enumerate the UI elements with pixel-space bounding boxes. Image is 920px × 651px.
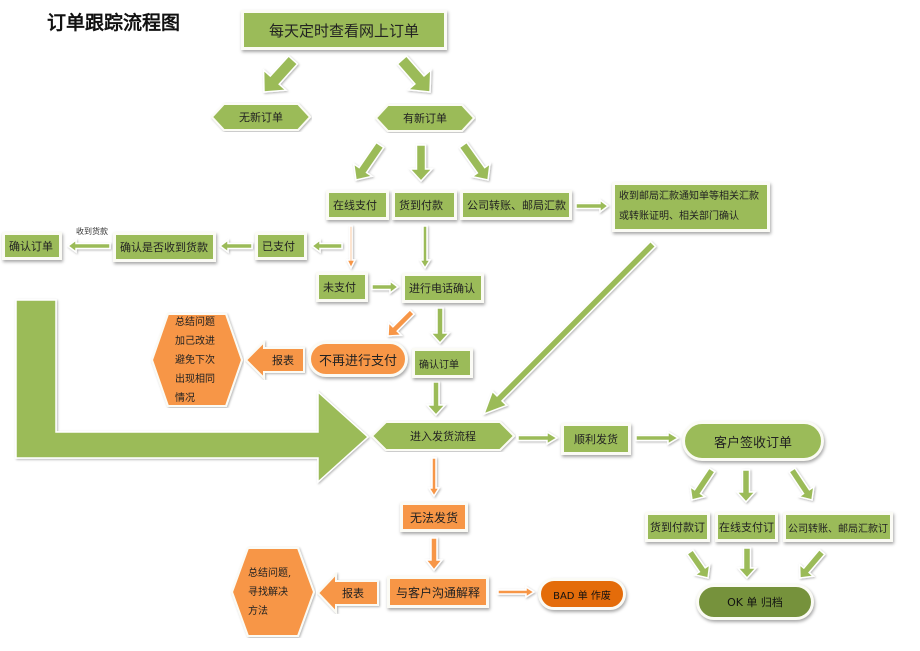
node-unpaid[interactable]: 未支付 (316, 272, 368, 302)
report1-label: 报表 (272, 354, 294, 367)
node-transfer[interactable]: 公司转账、邮局汇款 (460, 190, 572, 220)
summary1-text: 总结问题 加己改进 避免下次 出现相同 情况 (175, 312, 215, 408)
arrow-to-shipped-ok (517, 430, 559, 446)
node-phone-confirm[interactable]: 进行电话确认 (402, 273, 484, 303)
node-no-more-pay[interactable]: 不再进行支付 (308, 341, 408, 377)
node-cod[interactable]: 货到付款 (392, 190, 457, 220)
summary1-line: 加己改进 (175, 335, 215, 347)
arrow-to-shipping (425, 381, 447, 417)
summary1-line: 出现相同 (175, 373, 215, 385)
arrow-to-communicate (424, 537, 444, 572)
node-communicate[interactable]: 与客户沟通解释 (387, 576, 489, 608)
node-shipping-shape (370, 421, 516, 451)
node-no-new[interactable]: 无新订单 (239, 111, 283, 124)
arrow-to-cod (408, 144, 434, 183)
node-online-order[interactable]: 在线支付订 (715, 512, 778, 542)
node-confirm-order[interactable]: 确认订单 (412, 348, 473, 378)
summary1-shape (150, 313, 244, 407)
arrow-to-remit (575, 198, 610, 214)
node-online-pay[interactable]: 在线支付 (326, 190, 389, 220)
node-transfer-order[interactable]: 公司转账、邮局汇款订 (783, 512, 893, 542)
node-cod-order[interactable]: 货到付款订 (645, 512, 710, 542)
node-confirm-order-left[interactable]: 确认订单 (2, 232, 62, 260)
arrow-to-paid (310, 238, 343, 254)
node-customer-sign[interactable]: 客户签收订单 (682, 421, 824, 461)
node-has-new[interactable]: 有新订单 (403, 112, 447, 125)
arrow-to-confirm-order-left (66, 238, 111, 254)
page-title: 订单跟踪流程图 (47, 12, 181, 34)
received-payment-label: 收到货款 (76, 227, 108, 236)
summary1-line: 避免下次 (175, 354, 215, 366)
summary2-line: 寻找解决 (248, 586, 288, 598)
arrow-remit-to-shipping (482, 240, 657, 416)
feedback-arrow-to-shipping (15, 299, 370, 484)
node-has-new-shape (374, 104, 476, 132)
arrow-cod-order-to-ok (686, 548, 711, 579)
arrow-to-no-more-pay (387, 308, 416, 337)
summary2-line: 方法 (248, 605, 268, 617)
summary2-line: 总结问题, (248, 567, 292, 579)
arrow-to-online-order (735, 469, 757, 504)
summary1-line: 情况 (175, 392, 195, 404)
node-start[interactable]: 每天定时查看网上订单 (241, 10, 447, 50)
arrow-to-cod-order (689, 467, 716, 501)
arrow-to-no-new (262, 54, 299, 93)
node-shipping[interactable]: 进入发货流程 (410, 430, 476, 443)
arrow-to-transfer-order (788, 467, 815, 501)
arrow-to-confirm-received (218, 238, 253, 254)
node-shipped-ok[interactable]: 顺利发货 (561, 423, 631, 455)
arrow-unpaid-to-phone (371, 279, 400, 295)
summary2-text: 总结问题, 寻找解决 方法 (248, 546, 291, 638)
arrow-online-order-to-ok (736, 547, 758, 580)
report1-arrow (244, 340, 305, 380)
arrow-to-confirm-order (429, 307, 451, 345)
arrow-to-cannot-ship (427, 457, 441, 498)
node-cannot-ship[interactable]: 无法发货 (400, 502, 468, 532)
node-bad-void[interactable]: BAD 单 作废 (538, 578, 626, 610)
node-paid[interactable]: 已支付 (255, 232, 307, 260)
arrow-to-online-pay (352, 141, 385, 181)
arrow-to-has-new (396, 54, 432, 93)
arrow-to-customer-sign (635, 430, 680, 446)
arrow-to-unpaid (345, 225, 357, 270)
report2-arrow (316, 572, 379, 614)
arrow-transfer-order-to-ok (798, 548, 826, 579)
arrow-cod-to-phone (418, 225, 432, 270)
node-confirm-received[interactable]: 确认是否收到货款 (113, 232, 216, 262)
report2-label: 报表 (342, 587, 364, 600)
node-ok-archive[interactable]: OK 单 归档 (696, 584, 814, 620)
node-remit-confirm[interactable]: 收到邮局汇款通知单等相关汇款或转账证明、相关部门确认 (612, 182, 770, 232)
summary2-shape (230, 547, 316, 637)
arrow-to-bad (497, 585, 536, 599)
arrow-to-transfer (458, 141, 491, 181)
node-no-new-shape (210, 103, 312, 131)
summary1-line: 总结问题 (175, 316, 215, 328)
